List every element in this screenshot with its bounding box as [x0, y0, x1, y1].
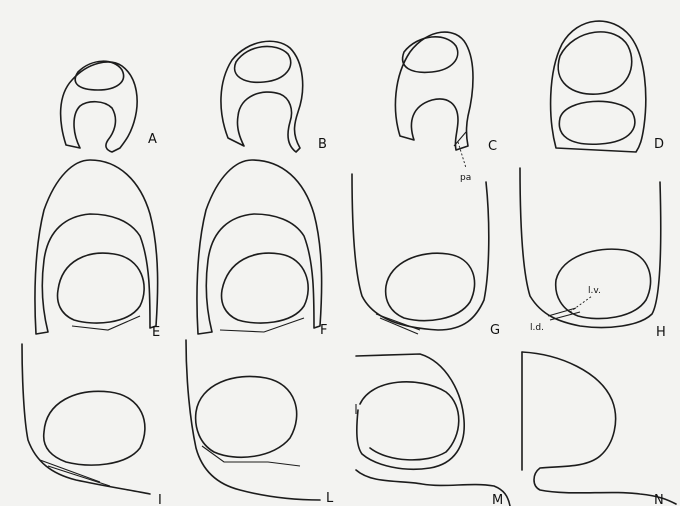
- panel-g-drawing: [352, 174, 489, 334]
- panel-label-m: M: [492, 493, 503, 506]
- panel-label-c: C: [488, 139, 497, 154]
- panel-m-drawing: [356, 354, 510, 506]
- panel-label-h: H: [656, 325, 666, 340]
- panel-h-drawing: [520, 168, 661, 328]
- panel-label-d: D: [654, 137, 664, 152]
- panel-n-drawing: [522, 352, 676, 504]
- annotation-pa: pa: [460, 173, 471, 183]
- annotation-lv: l.v.: [588, 286, 601, 296]
- panel-label-f: F: [320, 323, 327, 338]
- panel-label-e: E: [152, 325, 160, 340]
- panel-label-b: B: [318, 137, 327, 152]
- panel-label-i: I: [158, 493, 162, 506]
- panel-d-drawing: [551, 21, 646, 152]
- panel-c-drawing: [395, 32, 473, 150]
- panel-a-drawing: [61, 61, 138, 152]
- panel-b-drawing: [221, 41, 303, 152]
- panel-e-drawing: [35, 160, 158, 334]
- panel-f-drawing: [197, 160, 322, 334]
- panel-label-n: N: [654, 493, 664, 506]
- pa-leader-line: [458, 142, 466, 168]
- panel-label-l: L: [326, 491, 334, 506]
- panel-i-drawing: [22, 344, 150, 494]
- annotation-ld: l.d.: [530, 323, 544, 333]
- lv-leader-line: [570, 296, 592, 312]
- panel-label-g: G: [490, 323, 500, 338]
- panel-label-a: A: [148, 132, 157, 147]
- panel-l-drawing: [186, 340, 320, 500]
